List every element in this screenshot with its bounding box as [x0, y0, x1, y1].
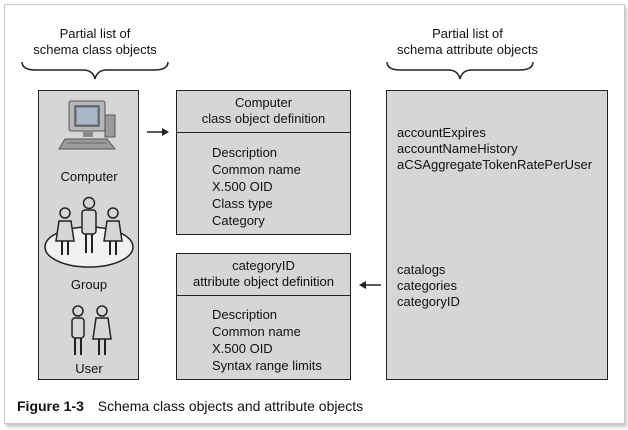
computer-label: Computer: [60, 169, 118, 184]
class-definition-title-line-2: class object definition: [201, 111, 326, 126]
figure-caption: Figure 1-3 Schema class objects and attr…: [17, 397, 363, 415]
class-objects-panel: Computer Group User: [38, 90, 139, 380]
attribute-list-item: accountNameHistory: [397, 141, 518, 156]
figure-number: Figure 1-3: [17, 398, 84, 414]
group-icon: [44, 196, 134, 268]
class-definition-title: Computer class object definition: [177, 91, 350, 133]
class-definition-item: X.500 OID: [212, 179, 273, 194]
left-brace: [21, 61, 169, 80]
attribute-definition-item: Description: [212, 307, 278, 322]
figure-caption-text: Schema class objects and attribute objec…: [97, 398, 364, 414]
right-brace: [386, 61, 534, 80]
group-label: Group: [70, 277, 108, 292]
class-definition-item: Common name: [212, 162, 301, 177]
attribute-list-item: accountExpires: [397, 125, 486, 140]
class-definition-item: Description: [212, 145, 278, 160]
attribute-objects-panel: accountExpires accountNameHistory aCSAgg…: [386, 90, 608, 380]
attribute-definition-item: Syntax range limits: [212, 358, 322, 373]
attribute-definition-box: categoryID attribute object definition D…: [176, 253, 351, 380]
attribute-list-top: accountExpires accountNameHistory aCSAgg…: [397, 125, 592, 173]
attribute-list-item: categoryID: [397, 294, 460, 309]
arrow-right-icon: [147, 128, 169, 136]
right-heading-line-1: Partial list of: [432, 26, 503, 41]
right-heading-line-2: schema attribute objects: [397, 42, 538, 57]
arrow-left-icon: [359, 281, 381, 289]
attribute-definition-item: X.500 OID: [212, 341, 273, 356]
class-definition-items: Description Common name X.500 OID Class …: [212, 144, 301, 229]
class-definition-item: Category: [212, 213, 265, 228]
left-heading: Partial list of schema class objects: [20, 26, 170, 58]
user-icon: [71, 305, 112, 355]
attribute-definition-item: Common name: [212, 324, 301, 339]
attribute-definition-items: Description Common name X.500 OID Syntax…: [212, 306, 322, 374]
class-definition-title-line-1: Computer: [234, 95, 293, 110]
user-label: User: [75, 361, 103, 376]
left-heading-line-2: schema class objects: [33, 42, 157, 57]
attribute-definition-title-line-2: attribute object definition: [193, 274, 334, 289]
attribute-definition-title-line-1: categoryID: [232, 258, 295, 273]
attribute-list-item: catalogs: [397, 262, 446, 277]
attribute-list-item: aCSAggregateTokenRatePerUser: [397, 157, 593, 172]
computer-icon: [58, 100, 117, 150]
right-heading: Partial list of schema attribute objects: [375, 26, 560, 58]
attribute-definition-title: categoryID attribute object definition: [177, 254, 350, 296]
attribute-list-bottom: catalogs categories categoryID: [397, 262, 460, 310]
left-heading-line-1: Partial list of: [59, 26, 131, 41]
attribute-list-item: categories: [397, 278, 457, 293]
class-definition-box: Computer class object definition Descrip…: [176, 90, 351, 235]
class-definition-item: Class type: [212, 196, 273, 211]
